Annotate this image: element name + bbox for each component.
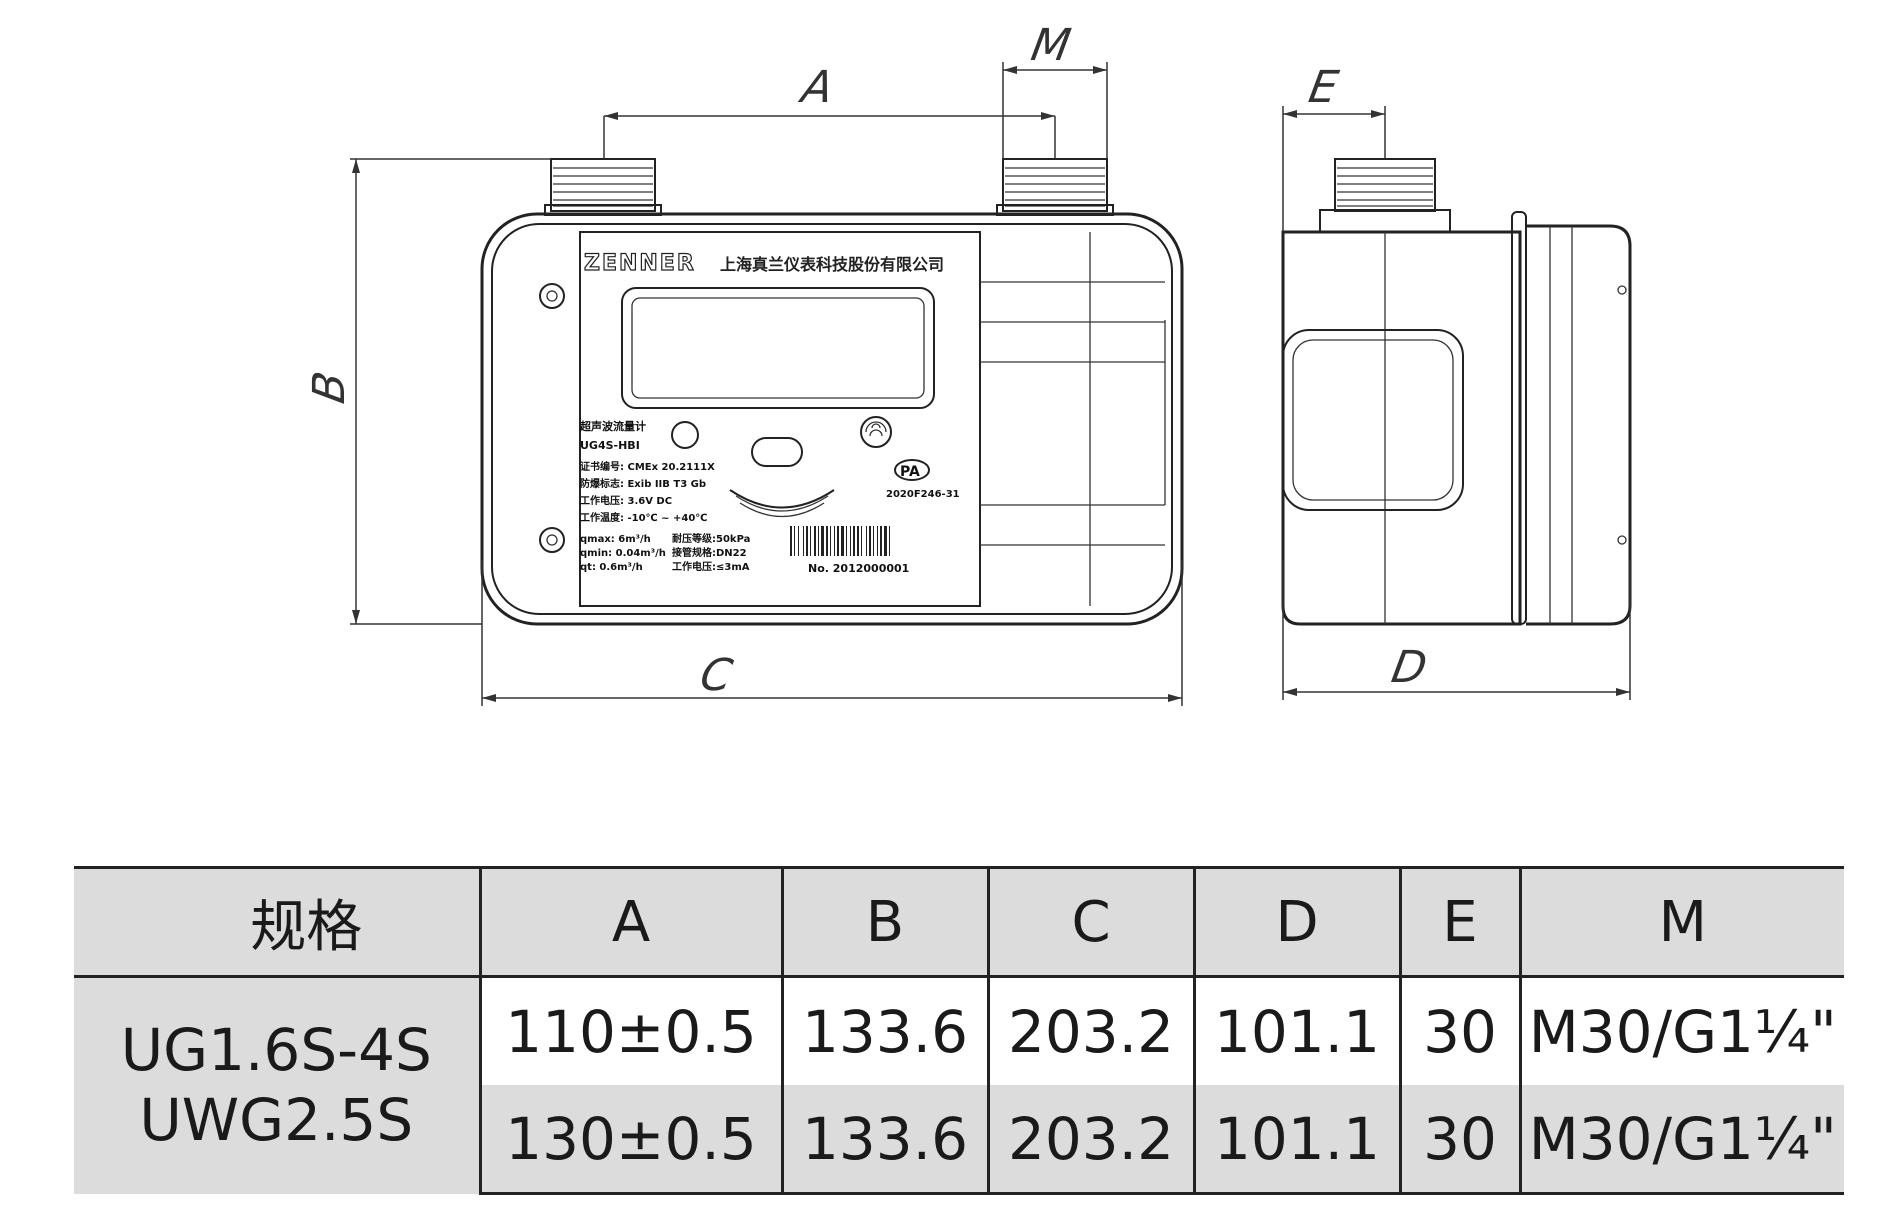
cell-E: 30 [1398, 976, 1520, 1085]
technical-drawing: ZENNER 上海真兰仪表科技股份有限公司 超声波流量计 UG4S-HBI 证书… [304, 20, 1632, 706]
dimension-D: D [1282, 560, 1631, 700]
right-line-2: 接管规格:DN22 [672, 546, 747, 559]
header-E: E [1398, 866, 1520, 978]
header-A: A [478, 866, 782, 978]
table-row: UG1.6S-4S UWG2.5S 110±0.5 133.6 203.2 10… [74, 976, 1844, 1194]
dimension-label-E: E [1305, 62, 1342, 113]
meter-front-view: ZENNER 上海真兰仪表科技股份有限公司 超声波流量计 UG4S-HBI 证书… [480, 158, 1184, 626]
dimension-label-B: B [304, 368, 355, 407]
dimension-M: M [1002, 20, 1108, 159]
spec-line-4: 工作温度: -10℃ ~ +40℃ [580, 511, 707, 524]
side-connector [1319, 158, 1451, 233]
header-B: B [780, 866, 988, 978]
spec-line-1: 证书编号: CMEx 20.2111X [580, 460, 715, 473]
header-D: D [1192, 866, 1400, 978]
right-line-3: 工作电压:≤3mA [672, 560, 750, 573]
flow-line-3: qt: 0.6m³/h [580, 562, 643, 573]
model-cell: UG1.6S-4S UWG2.5S [74, 976, 480, 1194]
push-button [751, 437, 803, 467]
dimension-C: C [481, 560, 1183, 706]
header-spec: 规格 [74, 866, 480, 978]
flow-line-2: qmin: 0.04m³/h [580, 548, 666, 559]
cell-E: 30 [1398, 1085, 1520, 1195]
dimension-label-D: D [1388, 642, 1431, 693]
right-connector [996, 158, 1114, 216]
pa-mark-icon: PA [894, 459, 930, 481]
screw-icon [539, 283, 565, 309]
product-name: 超声波流量计 [579, 419, 646, 433]
fingerprint-logo-icon [860, 416, 892, 448]
cell-C: 203.2 [986, 1085, 1194, 1195]
sensor-icon [671, 421, 699, 449]
approval-number: 2020F246-31 [886, 489, 960, 500]
brand-text: ZENNER [584, 251, 696, 276]
serial-number: No. 2012000001 [808, 562, 909, 575]
header-M: M [1518, 866, 1844, 978]
side-window [1282, 329, 1464, 511]
cell-D: 101.1 [1192, 976, 1400, 1085]
cell-A: 110±0.5 [478, 976, 782, 1085]
spec-table: 规格 A B C D E M UG1.6S-4S UWG2.5S 110±0.5… [74, 866, 1844, 1195]
product-model: UG4S-HBI [580, 439, 640, 452]
cell-B: 133.6 [780, 976, 988, 1085]
side-body [1281, 230, 1522, 626]
table-header-row: 规格 A B C D E M [74, 866, 1844, 978]
lcd-display [621, 287, 935, 409]
company-text: 上海真兰仪表科技股份有限公司 [720, 255, 944, 274]
dimension-label-C: C [696, 650, 736, 701]
dimension-B: B [304, 158, 551, 625]
model-name: UWG2.5S [139, 1085, 414, 1154]
right-line-1: 耐压等级:50kPa [672, 532, 750, 545]
model-name: UG1.6S-4S [120, 1016, 432, 1085]
arc-mark [729, 489, 835, 509]
spec-line-2: 防爆标志: Exib IIB T3 Gb [580, 477, 706, 490]
meter-side-view [1281, 158, 1632, 626]
screw-icon [539, 527, 565, 553]
cell-B: 133.6 [780, 1085, 988, 1195]
left-connector [544, 158, 662, 216]
flow-line-1: qmax: 6m³/h [580, 534, 651, 545]
cell-M: M30/G1¼" [1518, 1085, 1844, 1195]
table-row: 130±0.5 133.6 203.2 101.1 30 M30/G1¼" [74, 1085, 1844, 1195]
barcode [790, 526, 890, 556]
cell-M: M30/G1¼" [1518, 976, 1844, 1085]
spec-line-3: 工作电压: 3.6V DC [580, 494, 672, 507]
dimension-label-A: A [795, 62, 837, 113]
cell-D: 101.1 [1192, 1085, 1400, 1195]
meter-body [480, 212, 1184, 626]
dimension-A: A [603, 62, 1056, 159]
header-C: C [986, 866, 1194, 978]
svg-text:PA: PA [900, 464, 920, 480]
dimension-label-M: M [1027, 20, 1074, 71]
cell-C: 203.2 [986, 976, 1194, 1085]
cell-A: 130±0.5 [478, 1085, 782, 1195]
